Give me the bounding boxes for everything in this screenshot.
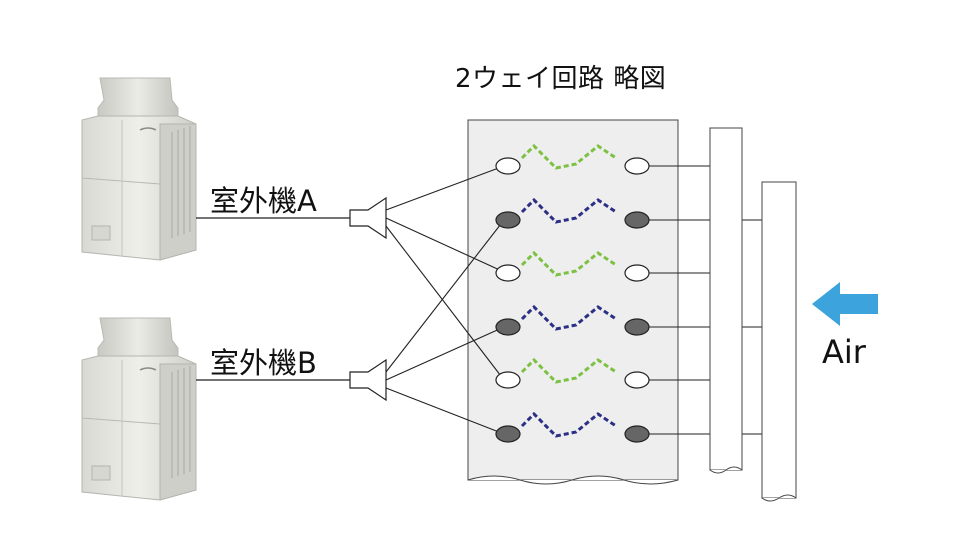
tube-inlet-node <box>495 157 521 175</box>
tube-row-4 <box>495 304 650 336</box>
tube-outlet-node <box>624 318 650 336</box>
diagram-title: 2ウェイ回路 略図 <box>455 64 667 94</box>
tube-inlet-node <box>495 371 521 389</box>
tube-inlet-node <box>495 264 521 282</box>
tube-row-5 <box>495 357 650 389</box>
tube-row-3 <box>495 250 650 282</box>
tube-row-1 <box>495 143 650 175</box>
tube-outlet-node <box>624 157 650 175</box>
distributor-a <box>349 196 387 240</box>
coil-panel-break <box>467 475 679 485</box>
distributor-b <box>349 358 387 402</box>
outdoor-unit-b-label: 室外機B <box>210 346 317 380</box>
tube-inlet-node <box>495 318 521 336</box>
tube-zigzag <box>520 143 617 170</box>
header-pipe-rear <box>761 181 797 502</box>
tube-zigzag <box>520 357 617 384</box>
tube-row-2 <box>495 197 650 229</box>
tube-outlet-node <box>624 211 650 229</box>
air-arrow-icon <box>812 282 878 326</box>
outdoor-unit-a-image <box>81 77 197 261</box>
tube-row-6 <box>495 411 650 443</box>
tube-zigzag <box>520 304 617 331</box>
outdoor-unit-b-image <box>81 317 197 501</box>
outdoor-unit-a-label: 室外機A <box>210 184 317 218</box>
tube-inlet-node <box>495 211 521 229</box>
branch-lines <box>385 165 505 435</box>
tube-outlet-node <box>624 425 650 443</box>
tube-outlet-node <box>624 264 650 282</box>
tube-zigzag <box>520 250 617 277</box>
tube-zigzag <box>520 197 617 224</box>
tube-zigzag <box>520 411 617 438</box>
tube-inlet-node <box>495 425 521 443</box>
air-label: Air <box>822 333 866 371</box>
coil-panel <box>467 119 679 481</box>
header-pipe-front <box>709 127 743 474</box>
tube-outlet-node <box>624 371 650 389</box>
